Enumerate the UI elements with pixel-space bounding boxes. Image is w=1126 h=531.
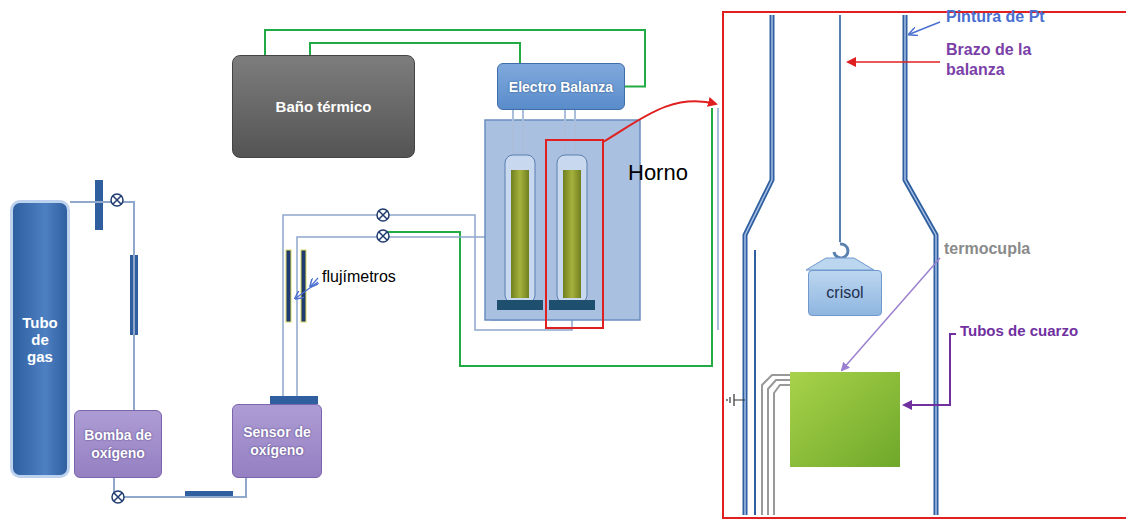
zoom-panel [723,12,1126,518]
bath-box: Baño térmico [232,55,415,158]
valves [377,209,389,242]
flowmeter-leaders [296,278,318,298]
pump-box: Bomba de oxígeno [74,410,162,478]
furnace [485,101,716,328]
gas-cylinder: Tubo de gas [10,200,70,478]
balance-box: Electro Balanza [497,63,625,110]
node-text: Baño térmico [276,98,372,115]
crucible: crisol [808,270,882,316]
flowmeter-label: flujímetros [322,268,396,286]
node-text: crisol [826,284,863,302]
furnace-label: Horno [628,160,688,186]
thermocouple-label: termocupla [944,240,1030,258]
flowmeters [286,250,306,322]
node-text: Sensor de oxígeno [233,423,321,459]
pipe-connector [70,202,134,410]
pipe-connector [114,478,246,497]
quartz-label: Tubos de cuarzo [960,322,1078,339]
node-text: Electro Balanza [509,79,613,95]
coating-label: Pintura de Pt [946,8,1045,26]
arm-label: Brazo de la balanza [946,40,1076,80]
node-text: Tubo de gas [17,314,63,365]
sensor-box: Sensor de oxígeno [232,404,322,478]
node-text: Bomba de oxígeno [75,426,161,462]
